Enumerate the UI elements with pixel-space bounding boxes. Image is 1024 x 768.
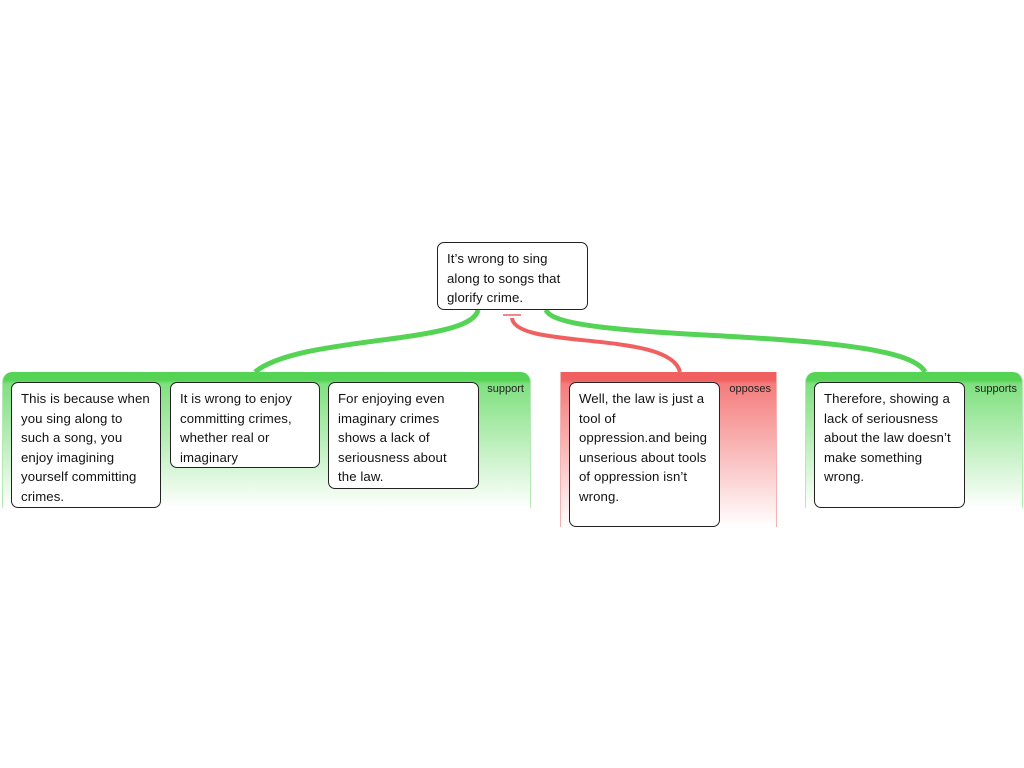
connector-oppose-1 <box>510 317 682 373</box>
group-label: opposes <box>729 383 771 395</box>
group-label: support <box>487 383 524 395</box>
reason-box-2[interactable]: It is wrong to enjoy committing crimes, … <box>170 382 320 468</box>
group-label: supports <box>974 383 1017 395</box>
connector-support-2 <box>543 308 928 374</box>
reason-box-3[interactable]: For enjoying even imaginary crimes shows… <box>328 382 479 489</box>
main-claim-box[interactable]: It’s wrong to sing along to songs that g… <box>437 242 588 310</box>
objection-box-1[interactable]: Well, the law is just a tool of oppressi… <box>569 382 720 527</box>
rebuttal-box-1[interactable]: Therefore, showing a lack of seriousness… <box>814 382 965 508</box>
reason-box-1[interactable]: This is because when you sing along to s… <box>11 382 161 508</box>
connector-support-1 <box>253 308 481 374</box>
